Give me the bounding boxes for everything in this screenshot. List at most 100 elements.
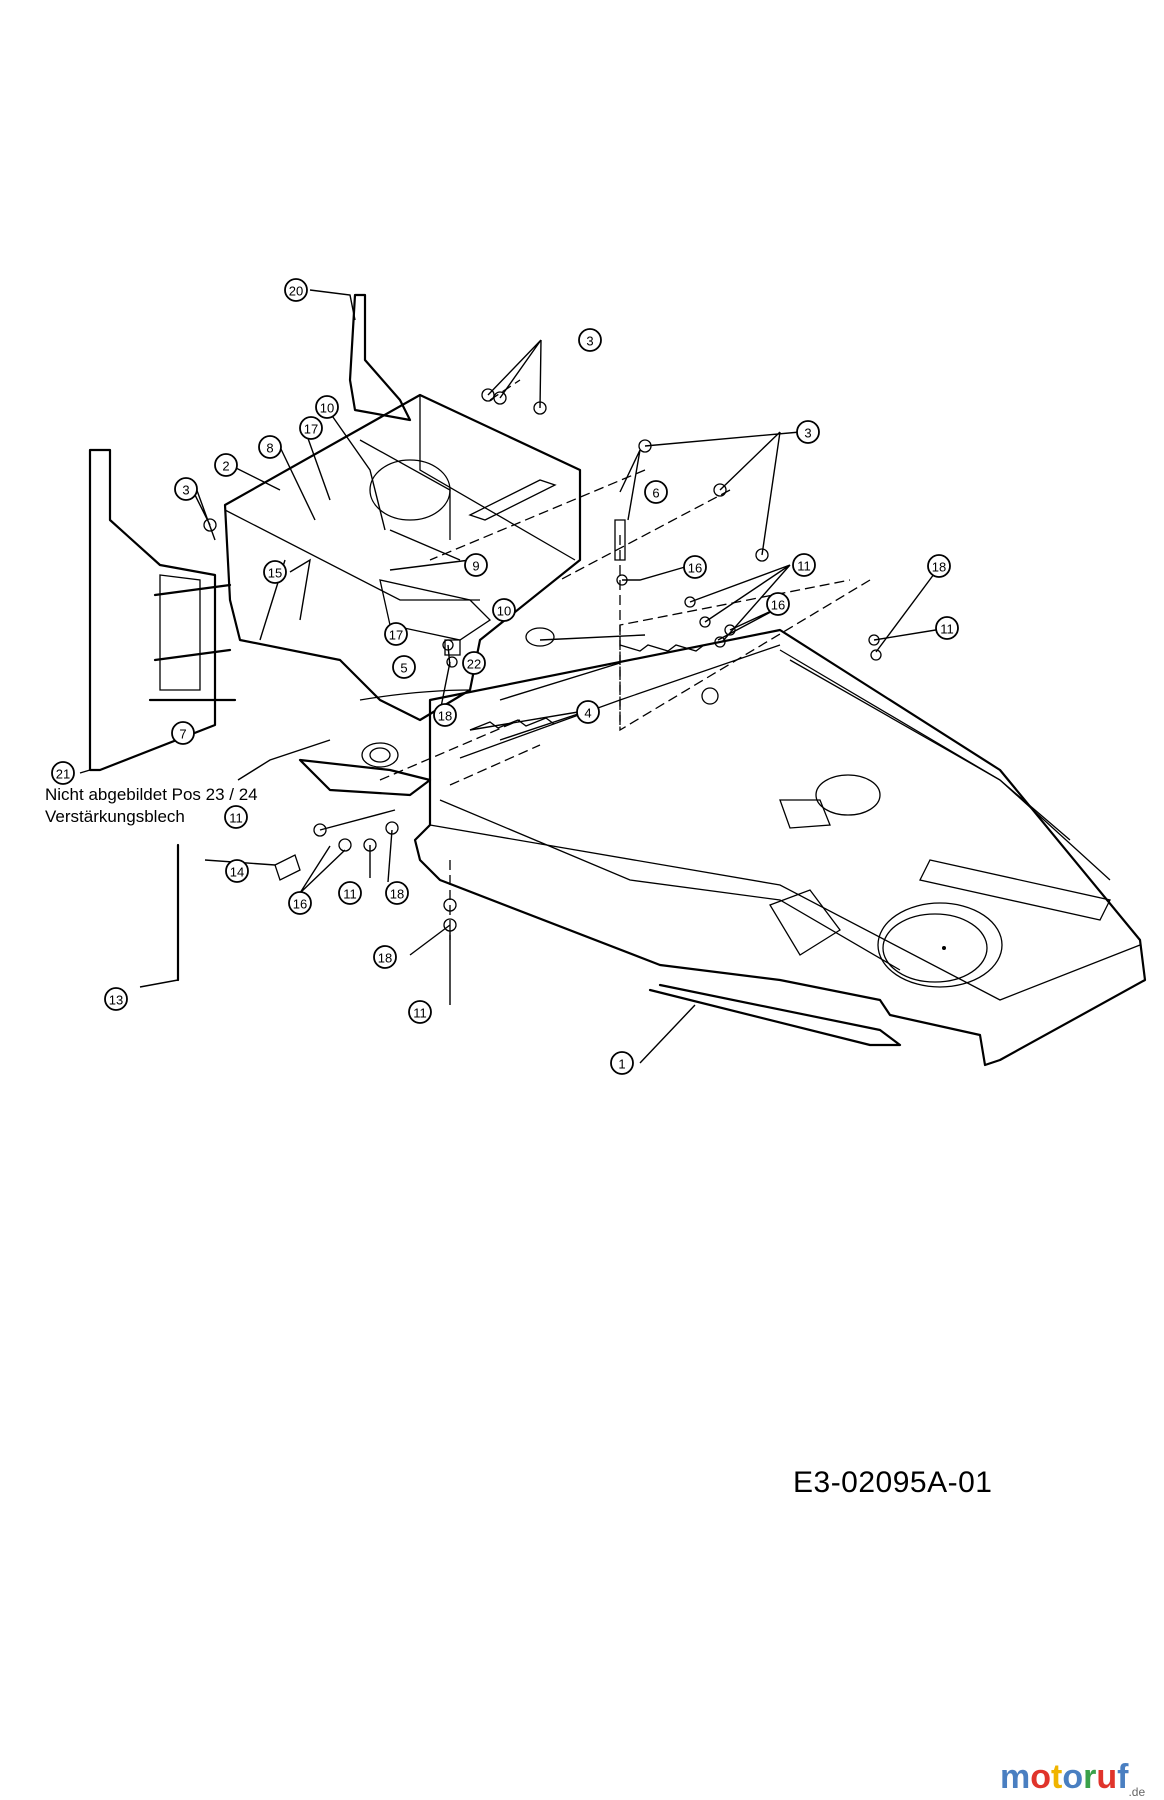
- callout-17: 17: [299, 416, 323, 440]
- callout-number: 13: [109, 993, 123, 1008]
- note-line-1: Nicht abgebildet Pos 23 / 24: [45, 785, 258, 804]
- callout-circle: [610, 1051, 634, 1075]
- callout-number: 22: [467, 657, 481, 672]
- callout-circle: [104, 987, 128, 1011]
- callout-circle: [792, 553, 816, 577]
- callout-number: 7: [179, 727, 186, 742]
- callout-circle: [258, 435, 282, 459]
- callout-number: 17: [304, 422, 318, 437]
- callout-number: 17: [389, 628, 403, 643]
- frame-part-1: [413, 628, 1147, 1067]
- callout-number: 9: [472, 559, 479, 574]
- callout-circle: [408, 1000, 432, 1024]
- callout-16: 16: [766, 592, 790, 616]
- callout-circle: [284, 278, 308, 302]
- callout-number: 1: [618, 1057, 625, 1072]
- callout-8: 8: [258, 435, 282, 459]
- callout-18: 18: [373, 945, 397, 969]
- callout-circle: [935, 616, 959, 640]
- bracket-part-20: [348, 293, 412, 422]
- logo-letter: m: [1000, 1758, 1031, 1796]
- callout-circle: [384, 622, 408, 646]
- callout-18: 18: [385, 881, 409, 905]
- callout-number: 11: [343, 887, 357, 902]
- callout-4: 4: [576, 700, 600, 724]
- logo-letter: o: [1030, 1758, 1052, 1796]
- spring-right: [619, 644, 705, 652]
- callout-number: 11: [940, 622, 954, 637]
- callout-11: 11: [224, 805, 248, 829]
- callout-18: 18: [433, 703, 457, 727]
- callout-15: 15: [263, 560, 287, 584]
- callout-circle: [214, 453, 238, 477]
- callout-number: 10: [497, 604, 511, 619]
- callout-number: 11: [229, 811, 243, 826]
- callout-circle: [373, 945, 397, 969]
- callout-20: 20: [284, 278, 308, 302]
- callout-number: 5: [400, 661, 407, 676]
- callout-number: 14: [230, 865, 244, 880]
- rear-panel-part-21: [88, 448, 237, 772]
- logo-suffix: .de: [1128, 1784, 1146, 1799]
- callout-11: 11: [935, 616, 959, 640]
- callout-number: 2: [222, 459, 229, 474]
- drawing-number: E3-02095A-01: [793, 1466, 993, 1499]
- callout-11: 11: [792, 553, 816, 577]
- callout-circle: [464, 553, 488, 577]
- callout-circle: [315, 395, 339, 419]
- callout-number: 18: [390, 887, 404, 902]
- callout-circle: [174, 477, 198, 501]
- note-line-2: Verstärkungsblech: [45, 807, 185, 826]
- callout-circle: [224, 805, 248, 829]
- callout-circle: [51, 761, 75, 785]
- callout-circle: [263, 560, 287, 584]
- callout-circle: [644, 480, 668, 504]
- callout-circle: [433, 703, 457, 727]
- logo-letter: f: [1117, 1758, 1129, 1796]
- callout-3: 3: [174, 477, 198, 501]
- callout-circle: [927, 554, 951, 578]
- logo-letter: t: [1051, 1758, 1063, 1796]
- callout-number: 3: [182, 483, 189, 498]
- callout-number: 3: [804, 426, 811, 441]
- callout-2: 2: [214, 453, 238, 477]
- callout-6: 6: [644, 480, 668, 504]
- callout-13: 13: [104, 987, 128, 1011]
- callout-number: 11: [413, 1006, 427, 1021]
- callout-number: 10: [320, 401, 334, 416]
- logo-letter: o: [1062, 1758, 1084, 1796]
- callout-number: 18: [438, 709, 452, 724]
- callout-circle: [578, 328, 602, 352]
- callout-number: 15: [268, 566, 282, 581]
- callout-11: 11: [338, 881, 362, 905]
- callout-circle: [576, 700, 600, 724]
- callout-number: 4: [584, 706, 591, 721]
- callout-11: 11: [408, 1000, 432, 1024]
- callout-circle: [171, 721, 195, 745]
- leader-lines: [79, 289, 949, 1064]
- callout-number: 20: [289, 284, 303, 299]
- callout-number: 3: [586, 334, 593, 349]
- callout-number: 18: [932, 560, 946, 575]
- callout-9: 9: [464, 553, 488, 577]
- note-not-shown: Nicht abgebildet Pos 23 / 24 Verstärkung…: [45, 785, 258, 827]
- fasteners: [203, 388, 882, 932]
- callout-circle: [492, 598, 516, 622]
- callout-number: 16: [688, 561, 702, 576]
- callout-17: 17: [384, 622, 408, 646]
- callout-16: 16: [288, 891, 312, 915]
- callout-circle: [796, 420, 820, 444]
- callout-number: 8: [266, 441, 273, 456]
- callout-group: 1 2 3 3 3 4 5 6 7 8 9 10 10 11 11 11 11 11 13 14 15 16 16 16 17 1…: [51, 278, 959, 1075]
- callout-number: 11: [797, 559, 811, 574]
- callout-16: 16: [683, 555, 707, 579]
- callout-18: 18: [927, 554, 951, 578]
- callout-22: 22: [462, 651, 486, 675]
- callout-21: 21: [51, 761, 75, 785]
- callout-circle: [299, 416, 323, 440]
- callout-10: 10: [492, 598, 516, 622]
- callout-10: 10: [315, 395, 339, 419]
- callout-circle: [683, 555, 707, 579]
- callout-number: 21: [56, 767, 70, 782]
- callout-circle: [225, 859, 249, 883]
